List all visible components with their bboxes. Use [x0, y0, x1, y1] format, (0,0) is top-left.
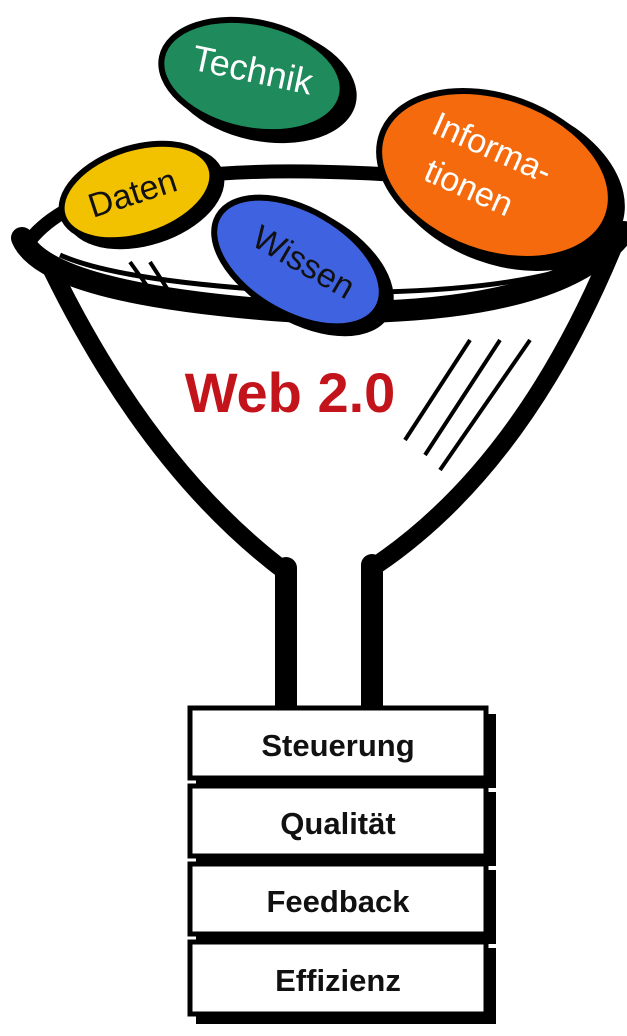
output-label-qualitaet: Qualität [280, 806, 395, 841]
output-box-feedback: Feedback [187, 861, 496, 944]
output-box-effizienz: Effizienz [187, 939, 496, 1024]
output-label-steuerung: Steuerung [261, 728, 414, 763]
output-box-qualitaet: Qualität [187, 783, 496, 866]
input-daten: Daten [58, 140, 225, 250]
output-stack: Steuerung Qualität Feedback Effizienz [187, 705, 496, 1024]
output-box-steuerung: Steuerung [187, 705, 496, 788]
input-informationen: Informa- tionen [376, 87, 625, 271]
input-technik: Technik [158, 16, 357, 144]
output-label-effizienz: Effizienz [275, 963, 401, 998]
center-label: Web 2.0 [185, 361, 396, 424]
input-wissen: Wissen [211, 194, 394, 337]
output-label-feedback: Feedback [266, 884, 410, 919]
